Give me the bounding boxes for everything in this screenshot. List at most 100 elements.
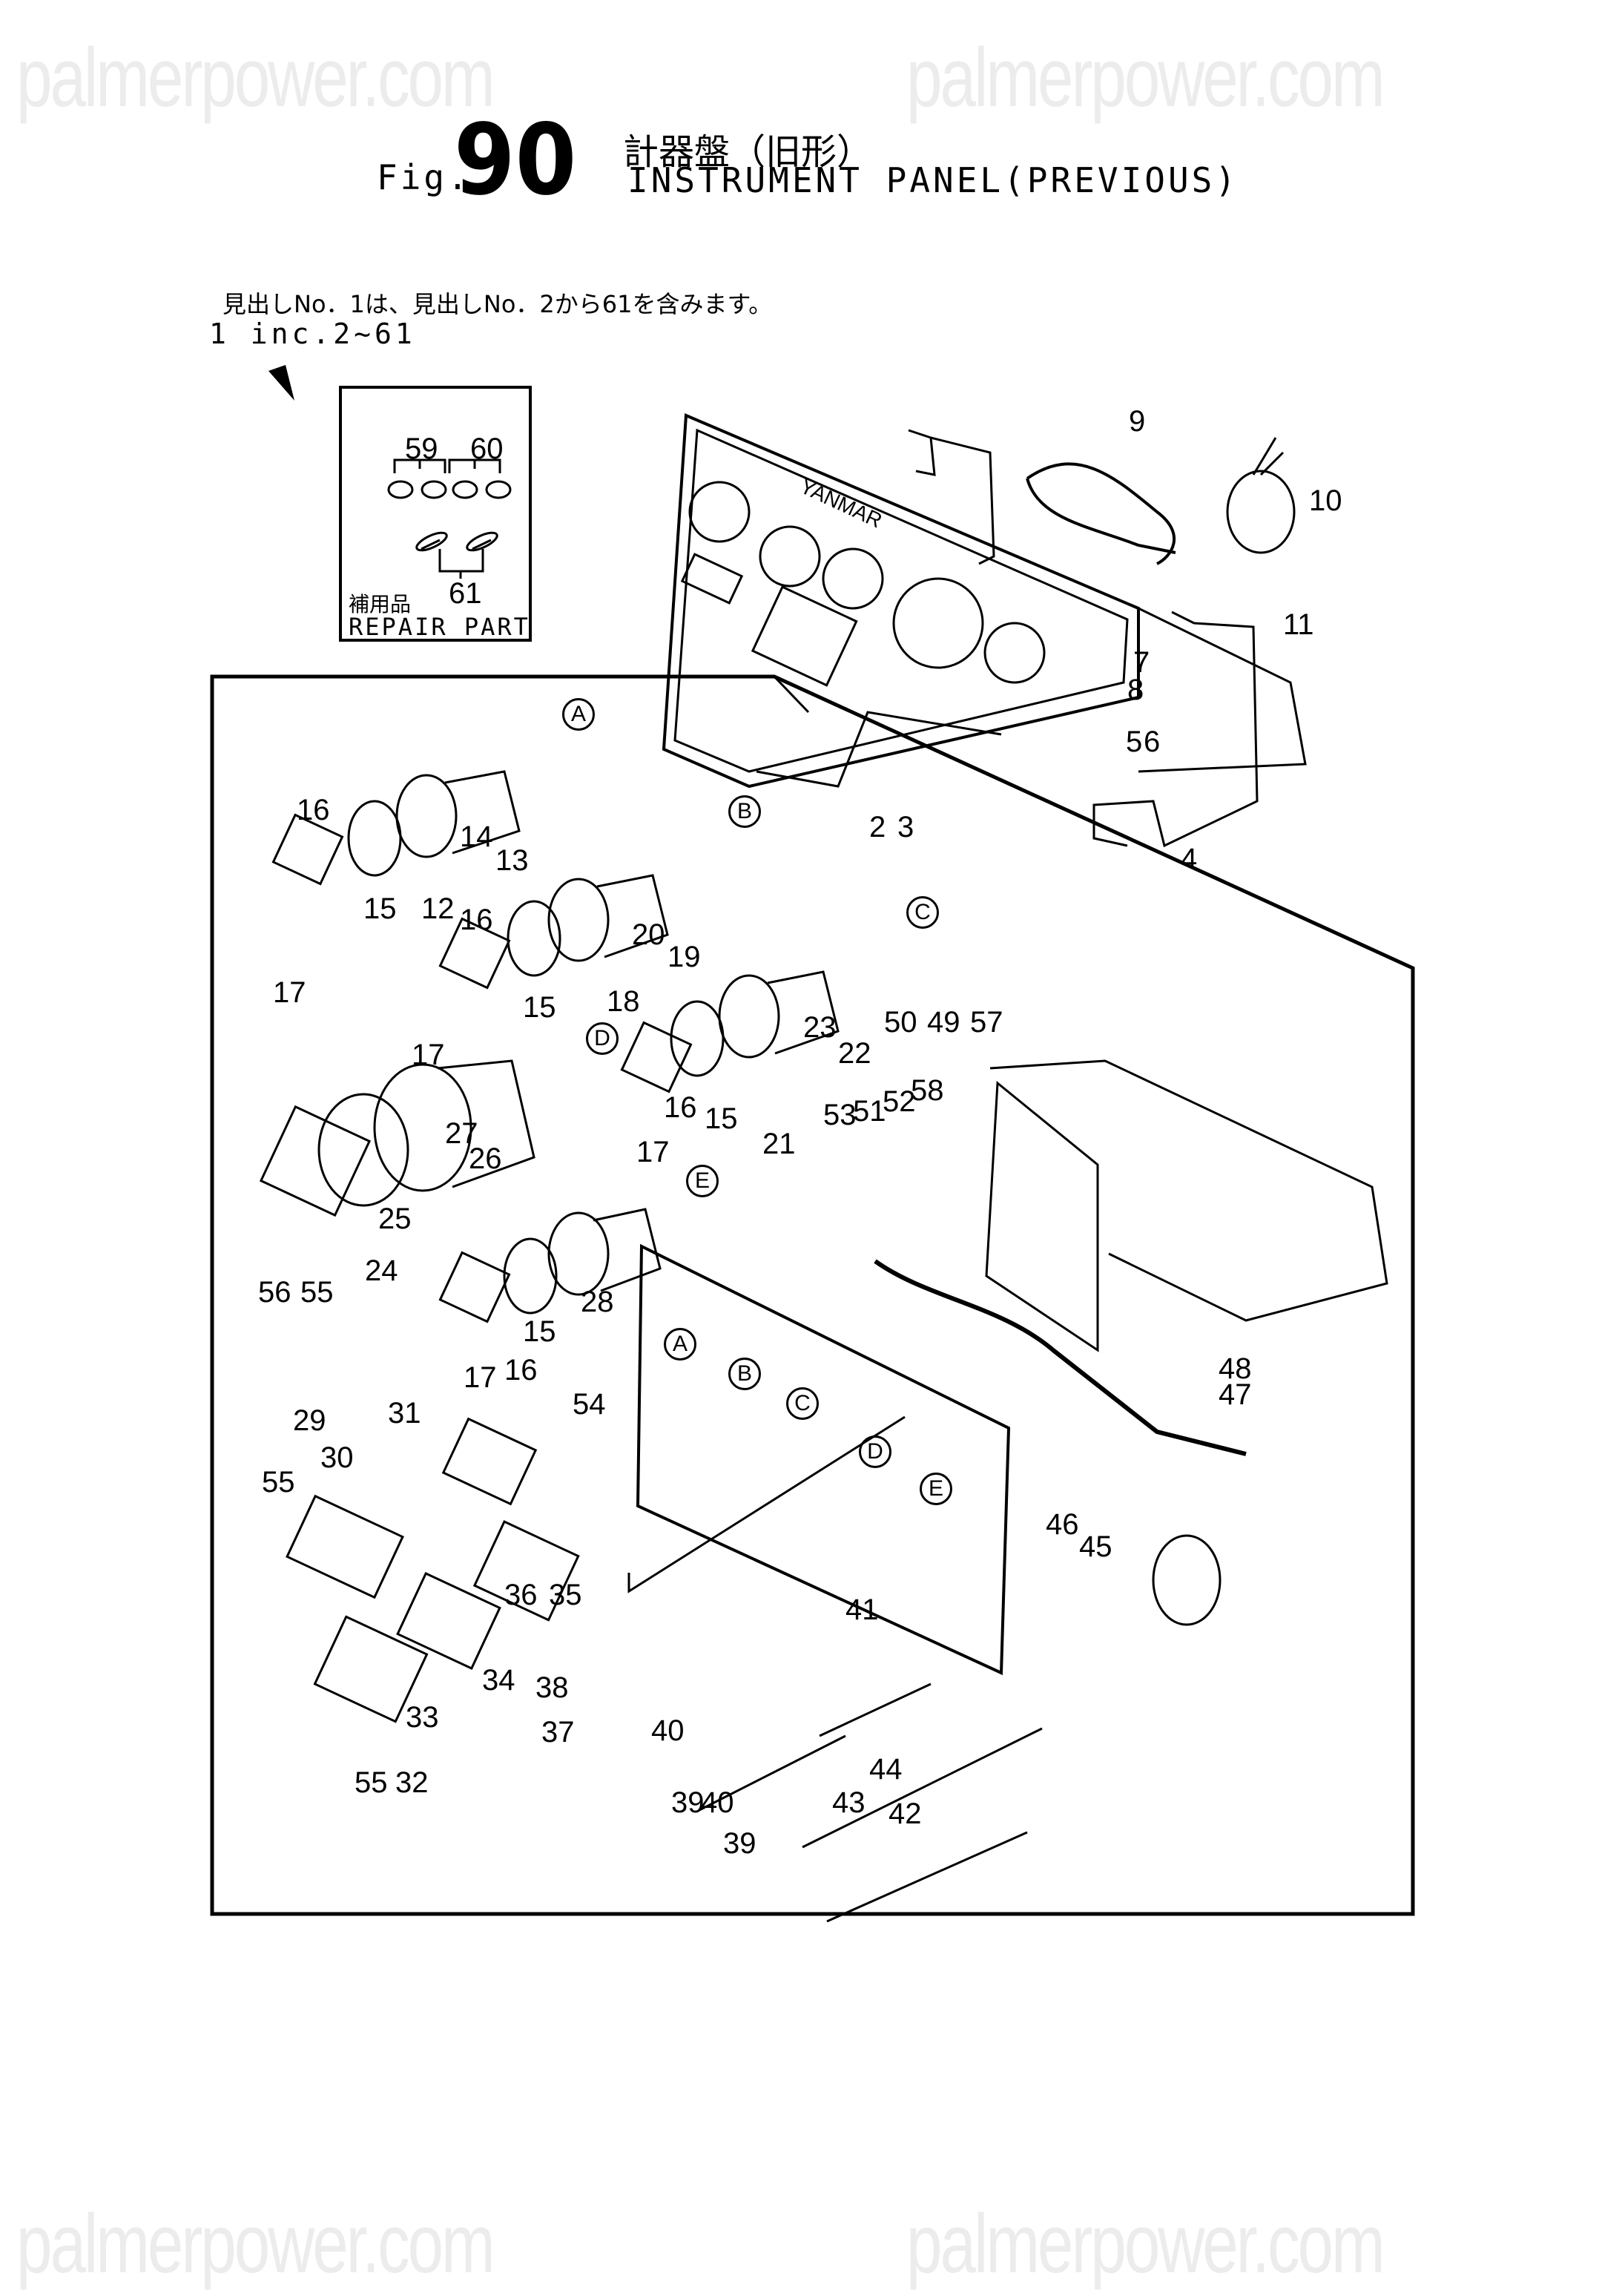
figure-prefix: Fig. [377,157,471,197]
callout-42: 42 [889,1797,922,1830]
gauge-marker-D: D [586,1022,619,1055]
callout-15a: 15 [363,892,397,925]
callout-24: 24 [365,1254,398,1287]
callout-10: 10 [1309,484,1342,517]
callout-29: 29 [293,1404,326,1437]
gauge-assembly-B [438,874,669,990]
lamp-box-34 [472,1520,580,1622]
callout-8: 8 [1127,674,1144,706]
gauge-marker-C: C [906,896,939,929]
callout-55c: 55 [355,1766,388,1799]
callout-38: 38 [535,1671,569,1704]
callout-35: 35 [549,1579,582,1611]
assembled-instrument-panel [662,413,1307,789]
gasket-31 [441,1417,538,1506]
callout-13: 13 [495,844,529,877]
callout-57: 57 [970,1006,1003,1039]
callout-5: 5 [1126,726,1143,758]
callout-33: 33 [406,1701,439,1734]
gauge-assembly-E [438,1208,662,1323]
callout-32: 32 [395,1766,429,1799]
panel-marker-B: B [728,1358,761,1390]
callout-40a: 40 [651,1714,685,1747]
callout-30: 30 [320,1441,354,1474]
watermark-bottom-left: palmerpower.com [16,2197,495,2290]
callout-39a: 39 [671,1786,705,1819]
repair-clips-59-60 [387,458,512,499]
panel-marker-D: D [859,1435,891,1468]
switch-10 [1226,470,1296,554]
inclusion-note-jp: 見出しNo．1は、見出しNo．2から61を含みます。 [222,290,773,318]
callout-17a: 17 [273,976,306,1009]
callout-53: 53 [823,1099,857,1131]
watermark-bottom-right: palmerpower.com [906,2197,1385,2290]
callout-3: 3 [897,811,914,843]
callout-18: 18 [607,985,640,1018]
callout-44: 44 [869,1753,903,1786]
wire-harness-9 [1026,462,1176,565]
callout-34: 34 [482,1664,515,1697]
bracket-left [908,429,995,565]
callout-37: 37 [541,1716,575,1749]
sender-part [1152,1534,1222,1626]
bracket-4 [1092,611,1259,848]
callout-6: 6 [1144,726,1161,758]
callout-31: 31 [388,1397,421,1430]
callout-16d: 16 [504,1354,538,1387]
callout-17b: 17 [412,1039,445,1071]
inclusion-note-en: 1 inc.2~61 [209,318,416,350]
callout-41: 41 [845,1593,879,1626]
gauge-marker-A: A [562,698,595,731]
callout-40b: 40 [701,1786,734,1819]
callout-61: 61 [449,577,482,610]
gauge-assembly-C [620,970,840,1093]
callout-48: 48 [1219,1352,1252,1385]
callout-11: 11 [1283,608,1314,641]
harness-45 [874,1259,1247,1456]
callout-20: 20 [632,918,665,951]
callout-55a: 55 [300,1276,334,1309]
bezel-33 [396,1571,501,1671]
callout-46: 46 [1046,1508,1079,1541]
repair-fuses-61 [415,531,498,579]
gauge-marker-B: B [728,795,761,828]
callout-21: 21 [762,1128,796,1160]
callout-9: 9 [1129,405,1146,438]
gauge-marker-E: E [686,1165,719,1197]
gauge-assembly-A [271,770,521,886]
callout-56: 56 [258,1276,291,1309]
front-panel-54 [636,1243,1011,1676]
callout-47: 47 [1219,1378,1252,1411]
rear-cover-49 [989,1059,1388,1322]
callout-17c: 17 [636,1136,670,1168]
main-frame [210,674,1415,1916]
callout-58: 58 [911,1074,944,1107]
callout-7: 7 [1133,646,1150,679]
watermark-top-left: palmerpower.com [16,31,495,124]
callout-36: 36 [504,1579,538,1611]
pointer-arrow-icon [268,365,294,401]
frame-leader [773,675,810,714]
figure-number: 90 [454,103,577,217]
callout-60: 60 [470,432,504,465]
panel-marker-C: C [786,1387,819,1420]
callout-39b: 39 [723,1827,756,1860]
callout-22: 22 [838,1037,871,1070]
callout-16a: 16 [297,794,330,826]
callout-52: 52 [883,1085,916,1118]
plate-32 [313,1615,429,1723]
callout-49: 49 [927,1006,960,1039]
callout-23: 23 [803,1011,837,1044]
hour-meter-29 [286,1494,404,1599]
callout-15b: 15 [523,991,556,1024]
callout-15d: 15 [523,1315,556,1348]
callout-15c: 15 [705,1102,738,1135]
callout-59: 59 [405,432,438,465]
panel-marker-A: A [664,1328,696,1361]
callout-14: 14 [460,820,493,853]
figure-title-jp: 計器盤（旧形） [623,131,873,173]
gauge-assembly-D [259,1059,535,1217]
figure-title-en: INSTRUMENT PANEL(PREVIOUS) [627,160,1239,200]
callout-17d: 17 [464,1361,497,1394]
